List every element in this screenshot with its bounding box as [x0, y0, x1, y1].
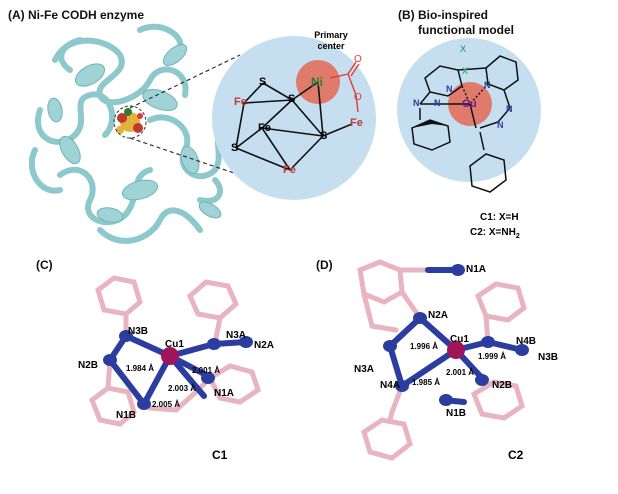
atom-s2: S	[288, 93, 296, 105]
x-label-1: X	[460, 44, 467, 54]
c2-definition-sub: 2	[515, 233, 520, 240]
n-label-6: N	[497, 120, 504, 130]
co-ligand	[329, 61, 360, 113]
n-label-5: N	[506, 104, 513, 114]
n-label-3: N	[413, 98, 420, 108]
c2-bond-2: 1.999 Å	[478, 352, 507, 361]
c1-bond-3: 2.003 Å	[168, 384, 197, 393]
atom-s4: S	[320, 130, 328, 142]
c2-atom-n3a: N3A	[354, 364, 375, 375]
c2-atom-n3b: N3B	[538, 352, 559, 363]
active-site-cluster	[116, 108, 143, 134]
primary-center-callout: Primary center	[306, 30, 356, 52]
c1-atom-n1a: N1A	[214, 388, 235, 399]
atom-fe4: Fe	[350, 117, 363, 129]
c1-definition: C1: X=H	[480, 212, 519, 223]
c1-atom-n2a: N2A	[254, 340, 275, 351]
c2-definition: C2: X=NH2	[470, 227, 520, 240]
c2-structure	[357, 259, 529, 461]
c1-atom-n1b: N1B	[116, 410, 137, 421]
protein-helices	[47, 44, 222, 223]
c1-atom-n3a: N3A	[226, 330, 247, 341]
c2-atom-n4b: N4B	[516, 336, 537, 347]
panel-c-title: (C)	[36, 258, 53, 272]
panel-b-title-2: functional model	[418, 23, 514, 37]
c1-bond-2: 2.001 Å	[192, 366, 221, 375]
c2-atom-n1a: N1A	[466, 264, 487, 275]
c2-caption: C2	[508, 448, 524, 462]
n-label-4: N	[434, 98, 441, 108]
x-label-2: X	[462, 66, 469, 76]
c1-structure	[88, 275, 261, 427]
zoom-source-circle	[113, 105, 147, 139]
n-label-2: N	[484, 80, 491, 90]
c1-bond-1: 1.984 Å	[126, 364, 155, 373]
c1-caption: C1	[212, 448, 228, 462]
atom-fe1: Fe	[234, 96, 247, 108]
atom-s3: S	[231, 142, 239, 154]
callout-line-1: Primary	[314, 30, 348, 40]
c1-bond-4: 2.005 Å	[152, 400, 181, 409]
callout-line-2: center	[317, 41, 345, 51]
atom-cu: Cu	[462, 98, 477, 110]
panel-a-title: (A) Ni-Fe CODH enzyme	[8, 8, 145, 22]
c2-atom-n1b: N1B	[446, 408, 467, 419]
c1-atom-n2b: N2B	[78, 360, 99, 371]
cluster-bonds	[235, 81, 353, 171]
panel-b-title-1: (B) Bio-inspired	[398, 8, 488, 22]
panel-d-title: (D)	[316, 258, 333, 272]
c1-atom-n3b: N3B	[128, 326, 149, 337]
c2-bond-1: 1.996 Å	[410, 342, 439, 351]
c1-atom-cu: Cu1	[165, 339, 184, 350]
model-structure	[411, 55, 519, 193]
c2-atom-n2a: N2A	[428, 310, 449, 321]
atom-ni: Ni	[311, 75, 323, 89]
zoom-line-bottom	[129, 137, 241, 176]
wedge-bond	[412, 120, 448, 128]
protein-ribbon	[28, 23, 228, 244]
atom-s1: S	[259, 76, 267, 88]
atom-fe3: Fe	[283, 164, 296, 176]
atom-o1: O	[354, 54, 362, 65]
c2-atom-cu: Cu1	[450, 334, 469, 345]
c2-atom-n2b: N2B	[492, 380, 513, 391]
n-label-1: N	[446, 84, 453, 94]
c2-definition-main: C2: X=NH	[470, 227, 516, 238]
atom-o2: O	[354, 92, 362, 103]
atom-fe2: Fe	[258, 122, 271, 134]
c2-bond-4: 1.985 Å	[412, 378, 441, 387]
c2-bond-3: 2.001 Å	[446, 368, 475, 377]
zoom-line-top	[129, 54, 241, 109]
c2-atom-n4a: N4A	[380, 380, 401, 391]
